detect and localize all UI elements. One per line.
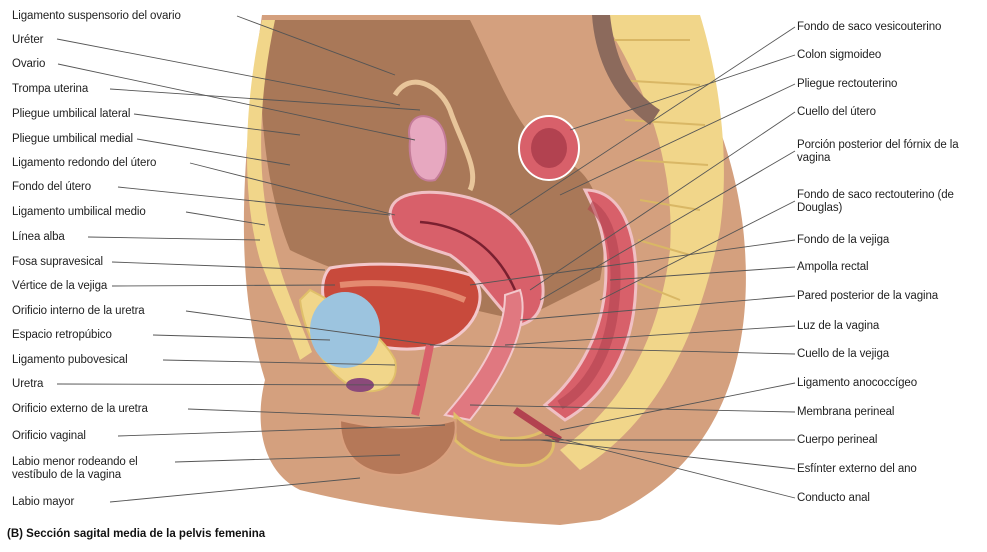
label-pared-posterior-vagina: Pared posterior de la vagina <box>797 290 938 303</box>
label-ligamento-redondo-utero: Ligamento redondo del útero <box>12 157 156 170</box>
label-cuello-vejiga: Cuello de la vejiga <box>797 348 889 361</box>
label-colon-sigmoideo: Colon sigmoideo <box>797 49 881 62</box>
label-orificio-externo-uretra: Orificio externo de la uretra <box>12 403 148 416</box>
label-orificio-interno-uretra: Orificio interno de la uretra <box>12 305 145 318</box>
figure-caption: (B) Sección sagital media de la pelvis f… <box>7 528 265 540</box>
label-ampolla-rectal: Ampolla rectal <box>797 261 868 274</box>
label-vertice-vejiga: Vértice de la vejiga <box>12 280 107 293</box>
label-ligamento-anococcigeo: Ligamento anococcígeo <box>797 377 917 390</box>
label-trompa-uterina: Trompa uterina <box>12 83 88 96</box>
label-conducto-anal: Conducto anal <box>797 492 870 505</box>
label-luz-vagina: Luz de la vagina <box>797 320 879 333</box>
label-ovario: Ovario <box>12 58 45 71</box>
label-espacio-retropubico: Espacio retropúbico <box>12 329 112 342</box>
label-ligamento-pubovesical: Ligamento pubovesical <box>12 354 128 367</box>
ovary <box>409 116 446 181</box>
label-labio-menor: Labio menor rodeando el vestíbulo de la … <box>12 456 182 482</box>
label-labio-mayor: Labio mayor <box>12 496 74 509</box>
label-pliegue-rectouterino: Pliegue rectouterino <box>797 78 897 91</box>
label-linea-alba: Línea alba <box>12 231 65 244</box>
label-pliegue-umbilical-medial: Pliegue umbilical medial <box>12 133 133 146</box>
label-fondo-utero: Fondo del útero <box>12 181 91 194</box>
label-membrana-perineal: Membrana perineal <box>797 406 894 419</box>
label-porcion-posterior-fornix: Porción posterior del fórnix de la vagin… <box>797 139 977 165</box>
label-cuerpo-perineal: Cuerpo perineal <box>797 434 877 447</box>
label-pliegue-umbilical-lateral: Pliegue umbilical lateral <box>12 108 130 121</box>
label-ureter: Uréter <box>12 34 43 47</box>
label-fondo-saco-rectouterino: Fondo de saco rectouterino (de Douglas) <box>797 189 977 215</box>
label-uretra: Uretra <box>12 378 43 391</box>
label-fosa-supravesical: Fosa supravesical <box>12 256 103 269</box>
label-orificio-vaginal: Orificio vaginal <box>12 430 86 443</box>
label-ligamento-umbilical-medio: Ligamento umbilical medio <box>12 206 146 219</box>
retropubic-fat <box>310 292 380 368</box>
label-fondo-vejiga: Fondo de la vejiga <box>797 234 889 247</box>
label-fondo-saco-vesicouterino: Fondo de saco vesicouterino <box>797 21 941 34</box>
label-cuello-utero: Cuello del útero <box>797 106 876 119</box>
label-ligamento-suspensorio-ovario: Ligamento suspensorio del ovario <box>12 10 181 23</box>
label-esfinter-externo-ano: Esfínter externo del ano <box>797 463 917 476</box>
